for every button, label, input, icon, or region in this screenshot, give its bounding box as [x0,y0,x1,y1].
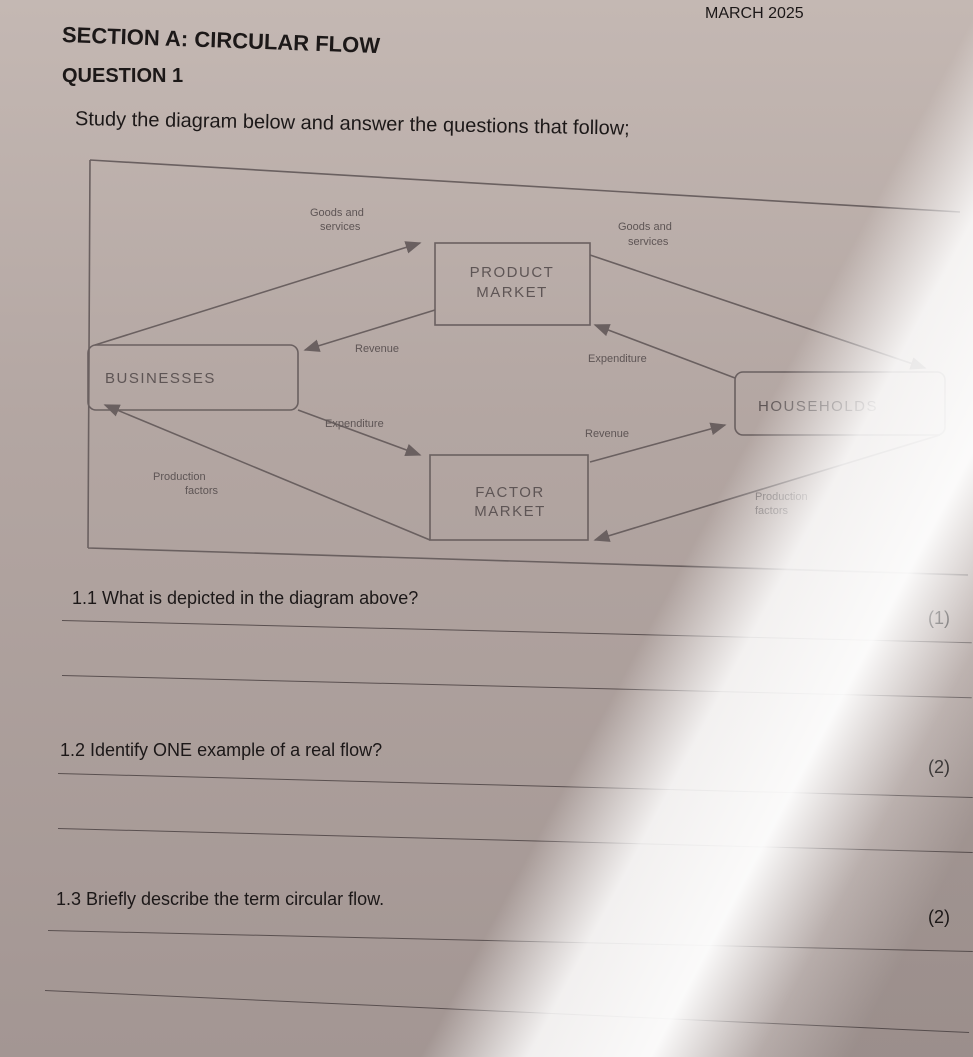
question-1-2-marks: (2) [928,757,950,777]
arrow-expenditure-to-product [593,324,736,379]
arrow-expenditure-to-factor [297,409,422,457]
goods-services-left-label: Goods and [310,207,364,219]
question-1-3-marks: (2) [928,907,950,927]
product-market-label: PRODUCT [470,264,555,281]
production-factors-right-label: factors [755,505,789,517]
question-1-3: 1.3 Briefly describe the term circular f… [56,889,385,909]
question-1-1: 1.1 What is depicted in the diagram abov… [72,588,419,608]
question-1-2: 1.2 Identify ONE example of a real flow? [60,740,383,760]
product-market-label: MARKET [476,284,548,301]
arrow-production-to-factor [593,434,941,542]
factor-market-label: FACTOR [475,484,545,501]
expenditure-top-label: Expenditure [588,353,647,365]
factor-market-label: MARKET [474,503,546,520]
expenditure-bottom-label: Expenditure [325,418,384,430]
production-factors-left-label: factors [185,485,219,497]
revenue-top-label: Revenue [355,343,399,355]
businesses-label: BUSINESSES [105,370,216,387]
goods-services-right-label: Goods and [618,221,672,233]
question-1-1-marks: (1) [928,608,950,628]
goods-services-right-label: services [628,236,669,248]
households-label: HOUSEHOLDS [758,398,878,415]
production-factors-left-label: Production [153,471,206,483]
revenue-bottom-label: Revenue [585,428,629,440]
production-factors-right-label: Production [755,491,808,503]
goods-services-left-label: services [320,221,361,233]
arrow-goods-to-households [589,254,927,370]
